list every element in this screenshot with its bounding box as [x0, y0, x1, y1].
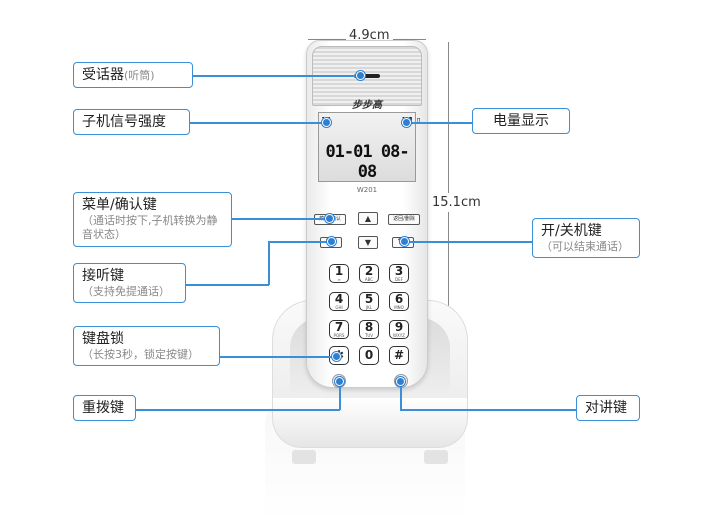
- callout-power-label: 开/关机键: [541, 223, 602, 239]
- marker-answer: [327, 237, 336, 246]
- earpiece-slot: [354, 74, 380, 78]
- callout-signal-label: 子机信号强度: [82, 114, 166, 130]
- marker-power: [400, 237, 409, 246]
- width-dimension-label: 4.9cm: [346, 28, 393, 43]
- marker-receiver: [356, 71, 365, 80]
- leader-answer-h2: [186, 284, 269, 286]
- leader-lock: [220, 356, 336, 358]
- leader-menu: [232, 218, 328, 220]
- leader-redial-v: [339, 381, 341, 410]
- callout-answer-label: 接听键: [82, 268, 124, 284]
- marker-lock: [332, 352, 341, 361]
- height-dimension-label: 15.1cm: [432, 193, 481, 212]
- marker-redial: [335, 377, 344, 386]
- callout-answer: 接听键 （支持免提通话）: [73, 263, 186, 304]
- base-foot-right: [424, 450, 448, 464]
- battery-icon: X1 ▯: [402, 116, 421, 125]
- charging-base-front: [272, 398, 468, 448]
- leader-answer-v: [268, 241, 270, 285]
- callout-receiver: 受话器(听筒): [73, 62, 193, 89]
- callout-intercom: 对讲键: [576, 395, 640, 422]
- leader-battery: [406, 122, 472, 124]
- height-dimension-line: [448, 42, 449, 384]
- nav-up-button[interactable]: ▲: [358, 212, 378, 225]
- leader-answer-h1: [268, 241, 330, 243]
- callout-battery: 电量显示: [472, 108, 570, 135]
- leader-intercom-h: [400, 409, 576, 411]
- callout-lock-label: 键盘锁: [82, 331, 124, 347]
- marker-battery: [402, 118, 411, 127]
- lcd-screen: [318, 112, 416, 182]
- base-foot-left: [292, 450, 316, 464]
- key-hash[interactable]: #: [389, 346, 409, 365]
- marker-signal: [322, 118, 331, 127]
- nav-down-button[interactable]: ▼: [358, 236, 378, 249]
- marker-menu: [325, 214, 334, 223]
- callout-lock: 键盘锁 （长按3秒，锁定按键）: [73, 326, 220, 367]
- key-0[interactable]: 0: [359, 346, 379, 365]
- leader-power: [404, 241, 532, 243]
- callout-redial: 重拨键: [73, 395, 136, 422]
- callout-receiver-sub: (听筒): [124, 69, 155, 82]
- marker-intercom: [396, 377, 405, 386]
- callout-menu: 菜单/确认键 （通话时按下,子机转换为静音状态）: [73, 192, 232, 247]
- callout-intercom-label: 对讲键: [585, 400, 627, 416]
- callout-menu-sub: （通话时按下,子机转换为静音状态）: [82, 214, 218, 242]
- callout-lock-sub: （长按3秒，锁定按键）: [82, 348, 199, 362]
- callout-signal: 子机信号强度: [73, 109, 190, 136]
- callout-battery-label: 电量显示: [493, 113, 549, 129]
- leader-intercom-v: [400, 381, 402, 410]
- leader-redial-h: [136, 409, 340, 411]
- callout-receiver-label: 受话器: [82, 67, 124, 83]
- callout-power: 开/关机键 （可以结束通话）: [532, 218, 640, 259]
- leader-signal: [190, 122, 326, 124]
- lcd-datetime: 01-01 08-08: [325, 142, 409, 182]
- callout-redial-label: 重拨键: [82, 400, 124, 416]
- brand-logo: 步步高: [352, 100, 382, 111]
- model-number: W201: [356, 186, 378, 194]
- callout-answer-sub: （支持免提通话）: [82, 285, 170, 299]
- callout-power-sub: （可以结束通话）: [541, 240, 629, 254]
- callout-menu-label: 菜单/确认键: [82, 197, 157, 213]
- key-1[interactable]: 1∞: [329, 264, 349, 283]
- leader-receiver: [192, 75, 360, 77]
- back-delete-button[interactable]: 返回/删除: [388, 214, 420, 225]
